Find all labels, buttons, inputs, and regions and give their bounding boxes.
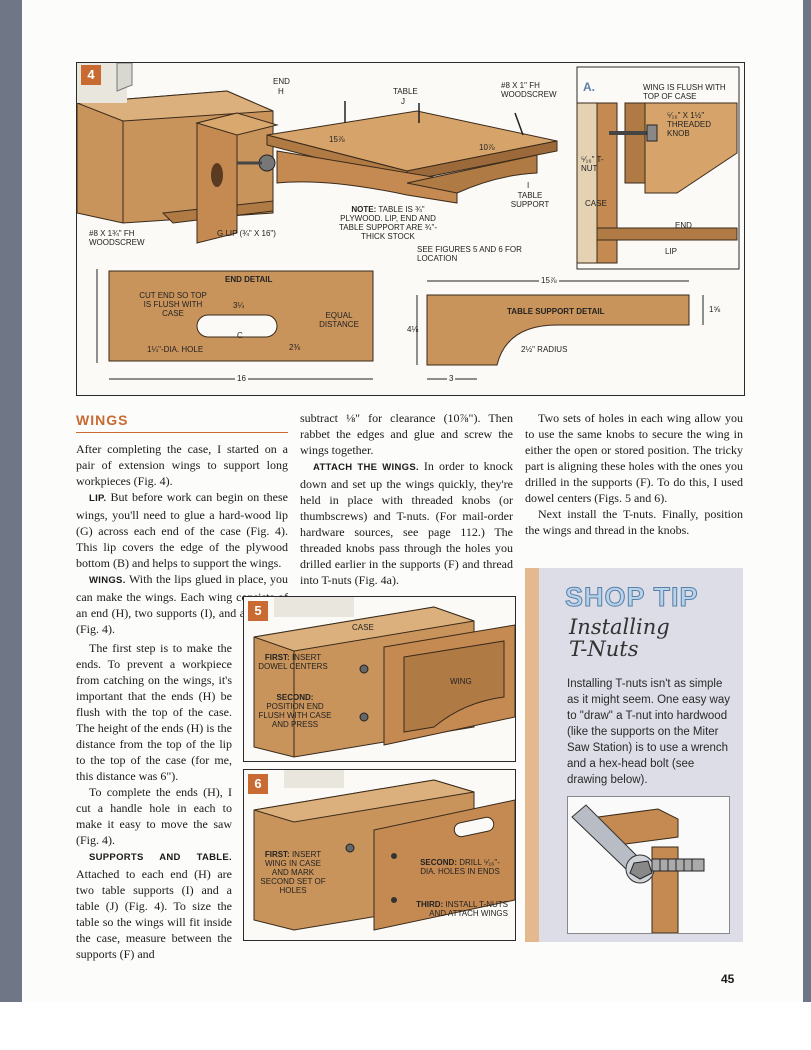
figure-6-second-body: DRILL ⁵⁄₁₆"-DIA. HOLES IN ENDS — [420, 858, 500, 876]
paragraph-wings-body: With the lips glued in place, you can ma… — [76, 572, 288, 636]
paragraph-attach-body: In order to knock down and set up the wi… — [300, 459, 513, 587]
runin-lip: LIP. — [89, 493, 107, 504]
figure-4-drawing — [76, 62, 740, 380]
paragraph-subtract: subtract ⅛" for clearance (10⅞"). Then r… — [300, 411, 513, 457]
callout-table-support: TABLE SUPPORT — [510, 191, 550, 209]
figure-5-second-title: SECOND: — [276, 693, 314, 702]
callout-table-letter: J — [401, 97, 405, 106]
callout-screw-top: #8 x 1" Fh WOODSCREW — [501, 81, 557, 99]
figure-6-drawing — [253, 770, 516, 931]
paragraph-lip-body: But before work can begin on these wings… — [76, 490, 288, 570]
figure-5-badge: 5 — [248, 601, 268, 621]
column-1-narrow: The first step is to make the ends. To p… — [76, 640, 232, 962]
column-3: Two sets of holes in each wing allow you… — [525, 410, 743, 538]
callout-support-letter: I — [527, 181, 530, 190]
support-detail-tip: 1⅝ — [709, 305, 721, 314]
figure-5-case: CASE — [352, 623, 374, 632]
end-detail-title: END DETAIL — [225, 275, 273, 284]
note-body: TABLE IS ¾" PLYWOOD. LIP, END AND TABLE … — [339, 205, 437, 241]
figure-5-second: SECOND: POSITION END FLUSH WITH CASE AND… — [258, 693, 332, 729]
figure-6-badge: 6 — [248, 774, 268, 794]
paragraph-supports: SUPPORTS AND TABLE. Attached to each end… — [76, 848, 232, 962]
shop-tip-ruler-bar — [525, 568, 539, 942]
support-detail-height: 4⅛ — [407, 325, 419, 334]
column-2: subtract ⅛" for clearance (10⅞"). Then r… — [300, 410, 513, 588]
shop-tip-title: SHOP TIP — [565, 582, 699, 613]
detail-a-lip: LIP — [665, 247, 678, 256]
runin-wings: WINGS. — [89, 575, 126, 586]
paragraph-intro: After completing the case, I started on … — [76, 442, 288, 488]
shop-tip-body: Installing T-nuts isn't as simple as it … — [567, 678, 730, 786]
wrench-tnut-drawing — [571, 804, 705, 934]
end-detail-dim-3-1-4: 3¼ — [233, 301, 245, 310]
figure-6-third-body: INSTALL T-NUTS AND ATTACH WINGS — [429, 900, 508, 918]
callout-lip-label: LIP (¾" x 16") — [225, 229, 276, 238]
support-detail-length: 15⅞ — [539, 276, 559, 285]
callout-lip: G LIP (¾" x 16") — [217, 229, 276, 238]
paragraph-supports-body: Attached to each end (H) are two table s… — [76, 867, 232, 961]
section-heading: WINGS — [76, 412, 129, 428]
end-detail-hole-letter: C — [237, 331, 243, 340]
shop-tip-subtitle: Installing T-Nuts — [569, 615, 670, 661]
figure-5-first: FIRST: INSERT DOWEL CENTERS — [258, 653, 328, 671]
figure-6-first: FIRST: INSERT WING IN CASE AND MARK SECO… — [256, 850, 330, 895]
figure-4: 4 END H TABLE J #8 x 1" Fh WOODSCREW 15⅞… — [76, 62, 745, 396]
callout-lip-letter: G — [217, 229, 224, 238]
note-title: NOTE: — [351, 205, 377, 214]
figure-6-second-title: SECOND: — [420, 858, 457, 867]
callout-screw-left: #8 x 1¾" Fh WOODSCREW — [89, 229, 145, 247]
figure-6-second: SECOND: DRILL ⁵⁄₁₆"-DIA. HOLES IN ENDS — [420, 858, 500, 876]
support-detail-radius: 2½" RADIUS — [521, 345, 568, 354]
detail-a-wing-flush: WING IS FLUSH WITH TOP OF CASE — [643, 83, 726, 101]
detail-a-end: END — [675, 221, 692, 230]
dim-10-7-8: 10⅞ — [479, 143, 495, 152]
detail-a-label: a. — [583, 80, 595, 94]
end-detail-dim-2-3-8: 2⅜ — [289, 343, 301, 352]
page-number: 45 — [721, 972, 735, 986]
figure-4-badge: 4 — [81, 65, 101, 85]
detail-a-tnut: ⁵⁄₁₆" T-NUT — [581, 155, 604, 173]
end-detail-hole: 1¼"-DIA. HOLE — [147, 345, 204, 354]
note: NOTE: TABLE IS ¾" PLYWOOD. LIP, END AND … — [333, 205, 443, 241]
runin-attach: ATTACH THE WINGS. — [313, 462, 419, 473]
callout-end-letter: H — [278, 87, 284, 96]
figure-5-first-title: FIRST: — [264, 653, 290, 662]
end-detail-equal: EQUAL DISTANCE — [319, 311, 359, 329]
end-detail-width: 16 — [235, 374, 248, 383]
paragraph-handle: To complete the ends (H), I cut a handle… — [76, 785, 232, 847]
heading-rule — [76, 432, 288, 433]
figure-6: 6 FIRST: INSERT WING IN CASE AND MARK SE… — [243, 769, 516, 941]
right-scan-border — [803, 0, 811, 1002]
paragraph-ends: The first step is to make the ends. To p… — [76, 641, 232, 783]
detail-a-knob: ⁵⁄₁₆" x 1½" THREADED KNOB — [667, 111, 712, 138]
dim-15-7-8: 15⅞ — [329, 135, 345, 144]
figure-5-first-body: INSERT DOWEL CENTERS — [258, 653, 328, 671]
column-1-top: After completing the case, I started on … — [76, 441, 288, 637]
paragraph-wings-a: WINGS. With the lips glued in place, you… — [76, 571, 288, 637]
support-detail-title: TABLE SUPPORT DETAIL — [507, 307, 605, 316]
shop-tip-illustration — [567, 796, 730, 934]
figure-6-third-title: THIRD: — [416, 900, 444, 909]
paragraph-attach: ATTACH THE WINGS. In order to knock down… — [300, 458, 513, 588]
callout-table: TABLE — [393, 87, 418, 96]
figure-6-first-title: FIRST: — [264, 850, 290, 859]
figure-5-wing: WING — [450, 677, 472, 686]
figure-5-second-body: POSITION END FLUSH WITH CASE AND PRESS — [258, 702, 332, 729]
figure-6-first-body: INSERT WING IN CASE AND MARK SECOND SET … — [260, 850, 326, 895]
left-scan-border — [0, 0, 22, 1002]
paragraph-tnuts: Next install the T-nuts. Finally, positi… — [525, 507, 743, 537]
callout-see-figures: SEE FIGURES 5 AND 6 FOR LOCATION — [417, 245, 522, 263]
detail-a-case: CASE — [585, 199, 607, 208]
callout-end: END — [273, 77, 290, 86]
runin-supports: SUPPORTS AND TABLE. — [89, 852, 232, 863]
support-detail-foot: 3 — [447, 374, 456, 383]
figure-5: 5 CASE FIRST: INSERT DOWEL CENTERS SECON… — [243, 596, 516, 762]
end-detail-cut: CUT END SO TOP IS FLUSH WITH CASE — [139, 291, 207, 318]
figure-6-third: THIRD: INSTALL T-NUTS AND ATTACH WINGS — [412, 900, 508, 918]
paragraph-lip: LIP. But before work can begin on these … — [76, 489, 288, 571]
paragraph-holes: Two sets of holes in each wing allow you… — [525, 411, 743, 505]
figure-5-drawing — [253, 597, 516, 758]
